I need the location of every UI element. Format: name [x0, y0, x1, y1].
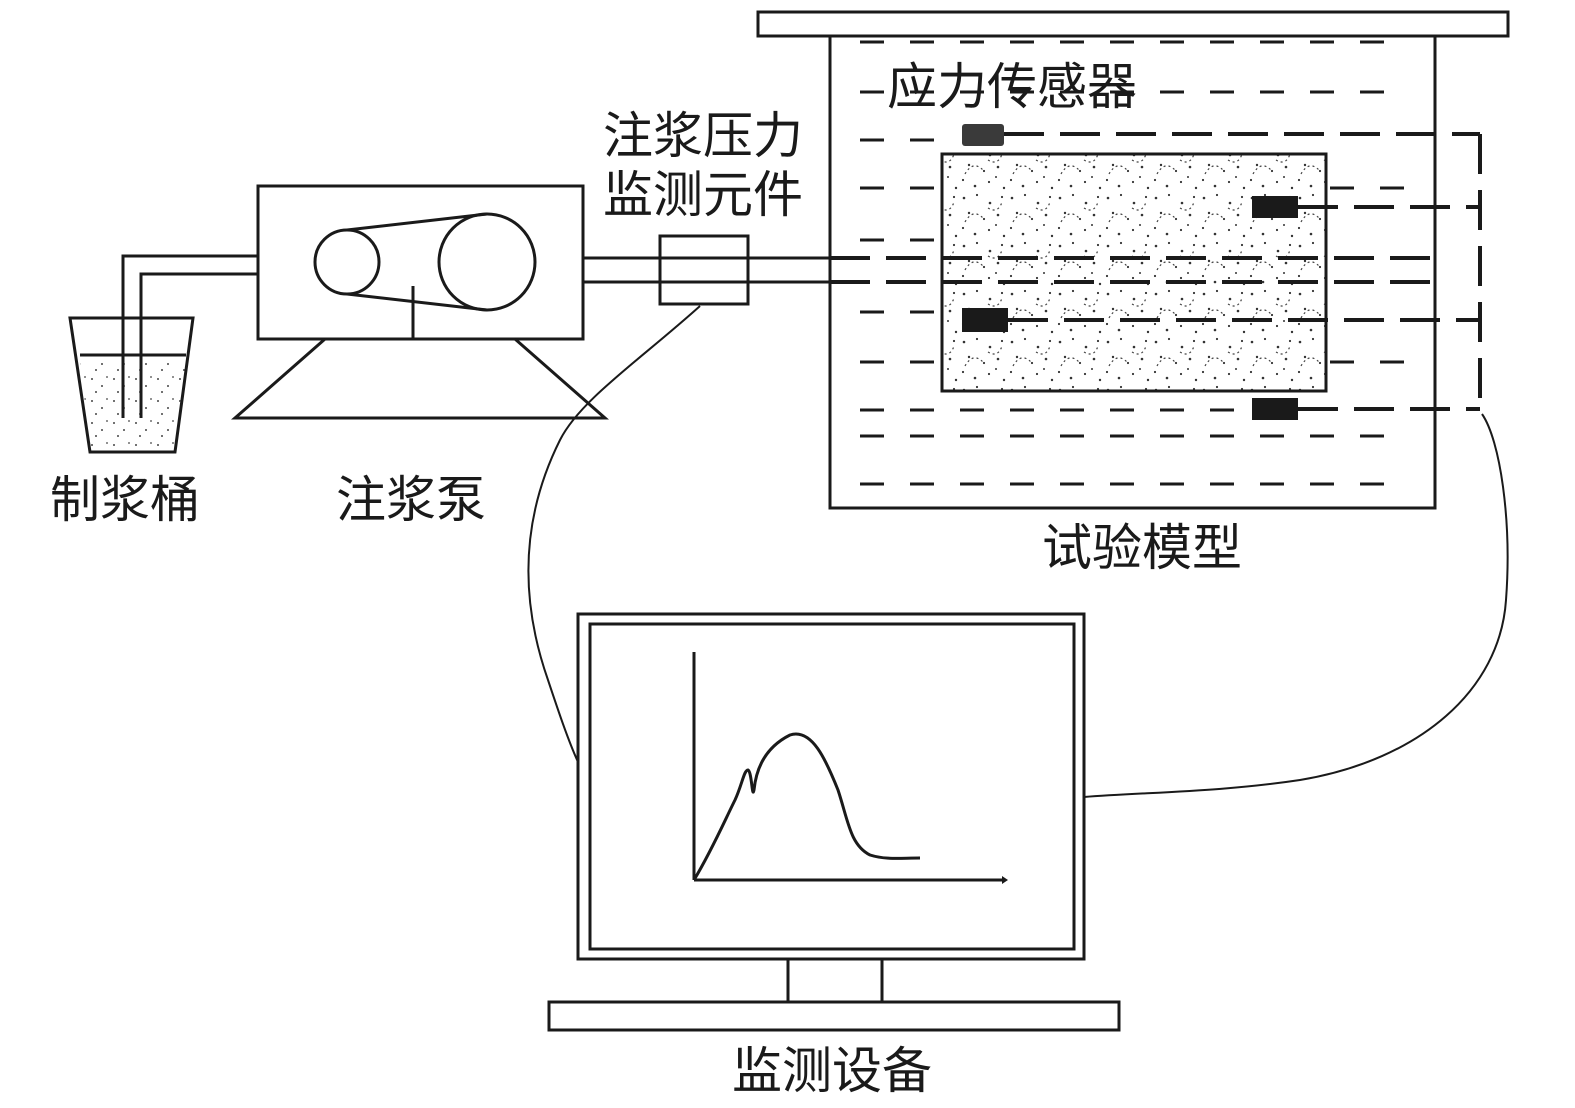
monitor-outer-frame	[576, 612, 1086, 961]
pump-small-pulley	[313, 228, 381, 296]
slurry-fill	[80, 358, 186, 450]
stress-sensor-4	[1252, 398, 1298, 420]
grouting-pump	[231, 184, 609, 420]
discharge-pipes	[583, 256, 830, 284]
stress-sensor-2	[1252, 196, 1298, 218]
label-pressure-element-line1: 注浆压力	[603, 107, 803, 165]
pump-housing	[256, 184, 585, 341]
label-slurry-bucket: 制浆桶	[50, 471, 200, 529]
water-dashes	[860, 40, 1410, 486]
label-test-model: 试验模型	[1042, 519, 1242, 577]
monitor-screen	[588, 622, 1076, 951]
pressure-signal-cable	[527, 305, 701, 763]
monitoring-computer	[547, 612, 1121, 1032]
pressure-monitoring-element	[658, 234, 750, 306]
model-tank	[828, 36, 1437, 510]
pump-large-pulley	[437, 212, 537, 312]
stress-sensor-3	[962, 308, 1008, 332]
stress-sensor-1	[962, 124, 1004, 146]
suction-pipes	[121, 254, 258, 418]
screen-pressure-curve	[692, 732, 921, 881]
label-grouting-pump: 注浆泵	[336, 471, 486, 529]
monitor-base	[547, 1000, 1121, 1032]
soil-specimen	[940, 152, 1328, 393]
stress-sensors	[962, 124, 1482, 420]
slurry-bucket	[68, 316, 195, 454]
sensor-signal-cable	[1083, 413, 1509, 798]
screen-curve-plot	[692, 652, 1008, 884]
label-stress-sensor: 应力传感器	[887, 58, 1137, 116]
model-top-plate	[756, 10, 1510, 38]
label-monitoring-equipment: 监测设备	[732, 1042, 932, 1100]
pump-stand	[231, 337, 609, 420]
label-pressure-element-line2: 监测元件	[603, 166, 803, 224]
test-model	[756, 10, 1510, 510]
